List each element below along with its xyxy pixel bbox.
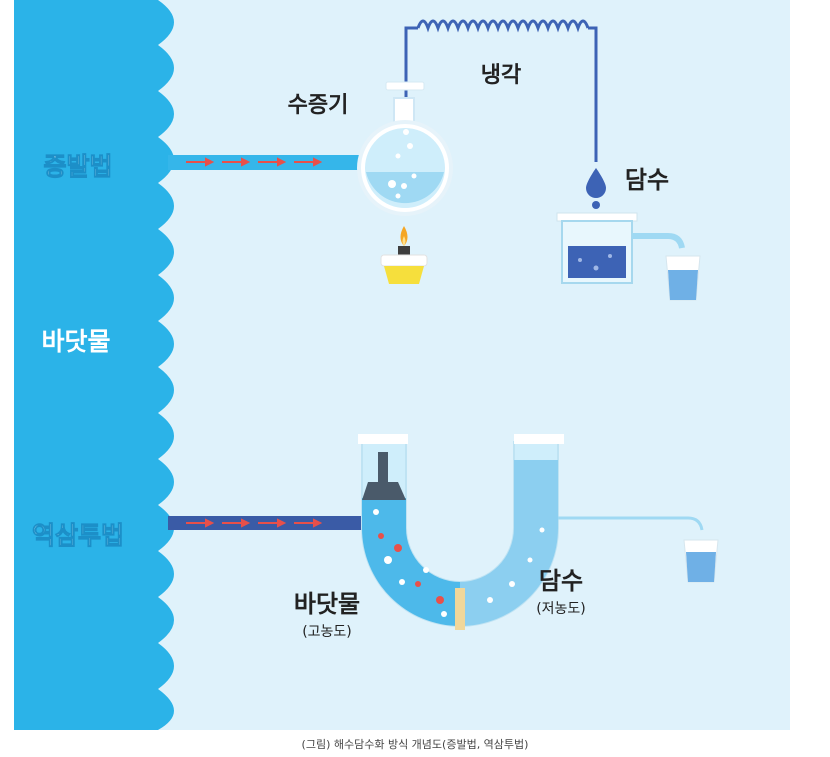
u-tube <box>358 434 564 627</box>
label-low-concentration: (저농도) <box>536 601 586 617</box>
label-seawater-ro: 바닷물 <box>294 590 360 618</box>
sea-area <box>14 0 174 730</box>
label-distillation-method: 증발법 <box>43 152 112 181</box>
condenser-outlet-tube <box>588 26 598 162</box>
distillation-flask <box>357 81 453 216</box>
cup-icon-bottom <box>683 539 719 583</box>
burner-icon <box>380 226 428 284</box>
label-high-concentration: (고농도) <box>302 624 352 640</box>
u-tube-freshwater-side <box>460 460 558 626</box>
flow-arrows-top <box>186 157 323 167</box>
semipermeable-membrane <box>455 588 465 630</box>
small-droplet-icon <box>592 201 600 209</box>
u-tube-seawater-side <box>362 498 460 626</box>
label-reverse-osmosis-method: 역삼투법 <box>32 521 124 550</box>
beaker-outlet-pipe <box>632 233 685 249</box>
figure-caption: (그림) 해수담수화 방식 개념도(증발법, 역삼투법) <box>301 738 529 751</box>
cup-icon-top <box>665 255 701 301</box>
fresh-bubbles <box>487 527 545 603</box>
droplet-icon <box>586 168 606 198</box>
label-fresh-water-top: 담수 <box>625 166 669 194</box>
collection-beaker <box>556 212 638 284</box>
salt-particles <box>373 509 447 617</box>
flow-arrows-bottom <box>186 518 323 528</box>
ro-outlet-pipe <box>558 516 704 531</box>
piston-icon <box>362 452 406 500</box>
condenser-coil <box>416 19 590 33</box>
label-cooling: 냉각 <box>481 63 521 88</box>
label-fresh-water-bottom: 담수 <box>539 567 583 595</box>
label-seawater-sea: 바닷물 <box>41 327 110 356</box>
label-vapor: 수증기 <box>288 93 349 118</box>
